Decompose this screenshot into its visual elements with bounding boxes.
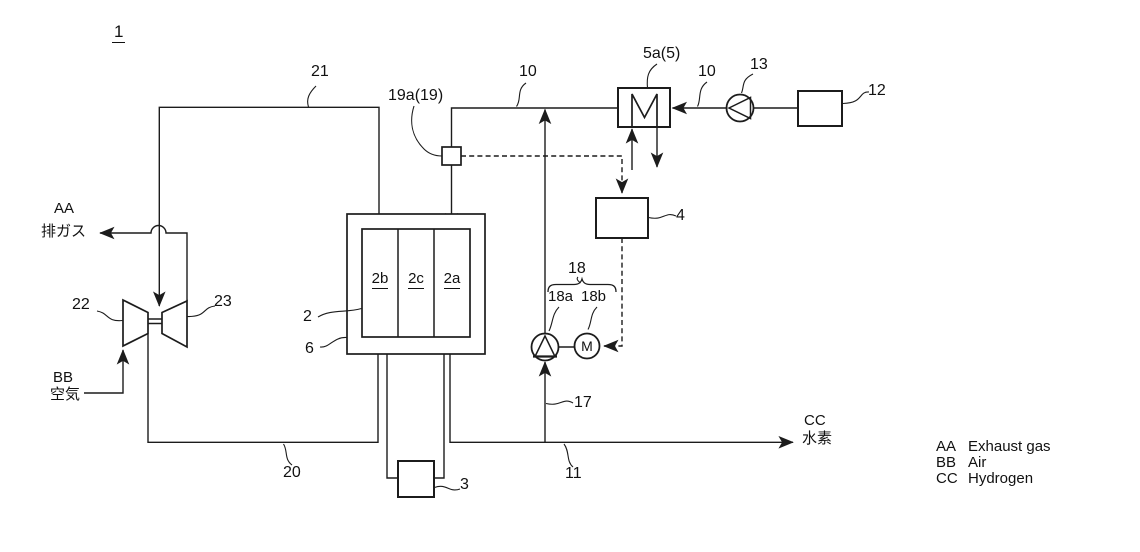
legend-row-hydrogen: CC Hydrogen: [936, 469, 1051, 487]
label-cell-2c: 2c: [408, 270, 424, 289]
label-heat-exchanger: 5a(5): [643, 45, 681, 62]
stream-exhaust-jp: 排ガス: [41, 223, 87, 240]
label-line10-right: 10: [698, 63, 716, 80]
legend: AA Exhaust gas BB Air CC Hydrogen: [936, 437, 1051, 487]
figure-number: 1: [112, 22, 126, 43]
leader-3: [434, 485, 461, 491]
fuel-cell-box-2: [361, 228, 471, 338]
legend-desc: Air: [968, 453, 987, 471]
label-cell-2b: 2b: [371, 270, 389, 289]
feed-pump-13-rotor: [727, 96, 752, 120]
leader-12: [842, 91, 870, 105]
label-recirc-pump: 18a: [548, 288, 574, 305]
pipe-line11: [449, 337, 794, 449]
pipe-line10-left: [450, 107, 618, 147]
legend-row-air: BB Air: [936, 453, 1051, 471]
leader-17: [545, 400, 574, 405]
motor-18b: [573, 332, 601, 360]
motor-symbol: M: [581, 338, 593, 354]
leader-10a: [516, 82, 527, 107]
pipe-line20: [147, 334, 385, 443]
label-line11: 11: [565, 465, 582, 482]
stream-exhaust-code: AA: [54, 200, 75, 217]
stream-air-jp: 空気: [50, 386, 81, 403]
leader-2: [317, 307, 362, 318]
label-pump-group: 18: [568, 260, 586, 277]
label-compressor: 22: [72, 296, 90, 313]
label-control-unit: 4: [676, 207, 685, 224]
pipe-air-bb: [84, 349, 130, 394]
bottom-unit-box-3: [397, 460, 435, 498]
label-cell-2a: 2a: [443, 270, 461, 289]
label-branch-19a: 19a(19): [388, 87, 444, 104]
turbine-23: [161, 299, 188, 349]
feed-pump-13: [725, 93, 755, 123]
leader-6: [319, 336, 347, 348]
leader-13: [740, 73, 754, 94]
leader-21: [307, 85, 317, 108]
turbo-shaft: [148, 318, 162, 325]
control-unit-box-4: [595, 197, 649, 239]
supply-tank-box-12: [797, 90, 843, 127]
label-fuel-cell: 2: [303, 308, 312, 325]
label-line20: 20: [283, 464, 301, 481]
label-enclosure: 6: [305, 340, 314, 357]
label-motor: 18b: [581, 288, 607, 305]
signal-4-to-motor: [603, 238, 623, 353]
stream-air-code: BB: [53, 369, 74, 386]
compressor-22: [122, 298, 149, 348]
brace-18: [547, 276, 617, 293]
legend-row-exhaust: AA Exhaust gas: [936, 437, 1051, 455]
label-turbine: 23: [214, 293, 232, 310]
branch-unit-box-19a: [441, 146, 462, 166]
stream-hydrogen-code: CC: [804, 412, 826, 429]
leader-19a: [411, 105, 443, 157]
label-supply-tank: 12: [868, 82, 886, 99]
legend-desc: Exhaust gas: [968, 437, 1051, 455]
leader-11: [563, 443, 574, 468]
legend-code: AA: [936, 437, 957, 455]
pipe-exhaust-aa: [99, 224, 188, 301]
legend-code: CC: [936, 469, 958, 487]
heat-exchanger-box-5a: [617, 87, 671, 128]
leader-20: [283, 443, 293, 466]
legend-code: BB: [936, 453, 957, 471]
leader-4: [648, 214, 677, 219]
label-feed-pump: 13: [750, 56, 768, 73]
leader-22: [96, 310, 123, 322]
label-bottom-unit: 3: [460, 476, 469, 493]
signal-19a-to-4: [461, 155, 629, 194]
leader-23: [187, 305, 216, 318]
pipe-box3-left: [386, 337, 397, 479]
label-line17: 17: [574, 394, 592, 411]
leader-18a: [548, 306, 560, 332]
leader-5a: [646, 63, 658, 89]
leader-18b: [587, 306, 598, 330]
leader-10b: [696, 81, 708, 107]
pipe-box3-right: [435, 337, 445, 479]
heat-exchanger-coil: [631, 93, 658, 126]
label-line21: 21: [311, 63, 329, 80]
label-line10-left: 10: [519, 63, 537, 80]
stream-hydrogen-jp: 水素: [802, 430, 833, 447]
pipe-line21: [153, 106, 380, 307]
legend-desc: Hydrogen: [968, 469, 1034, 487]
